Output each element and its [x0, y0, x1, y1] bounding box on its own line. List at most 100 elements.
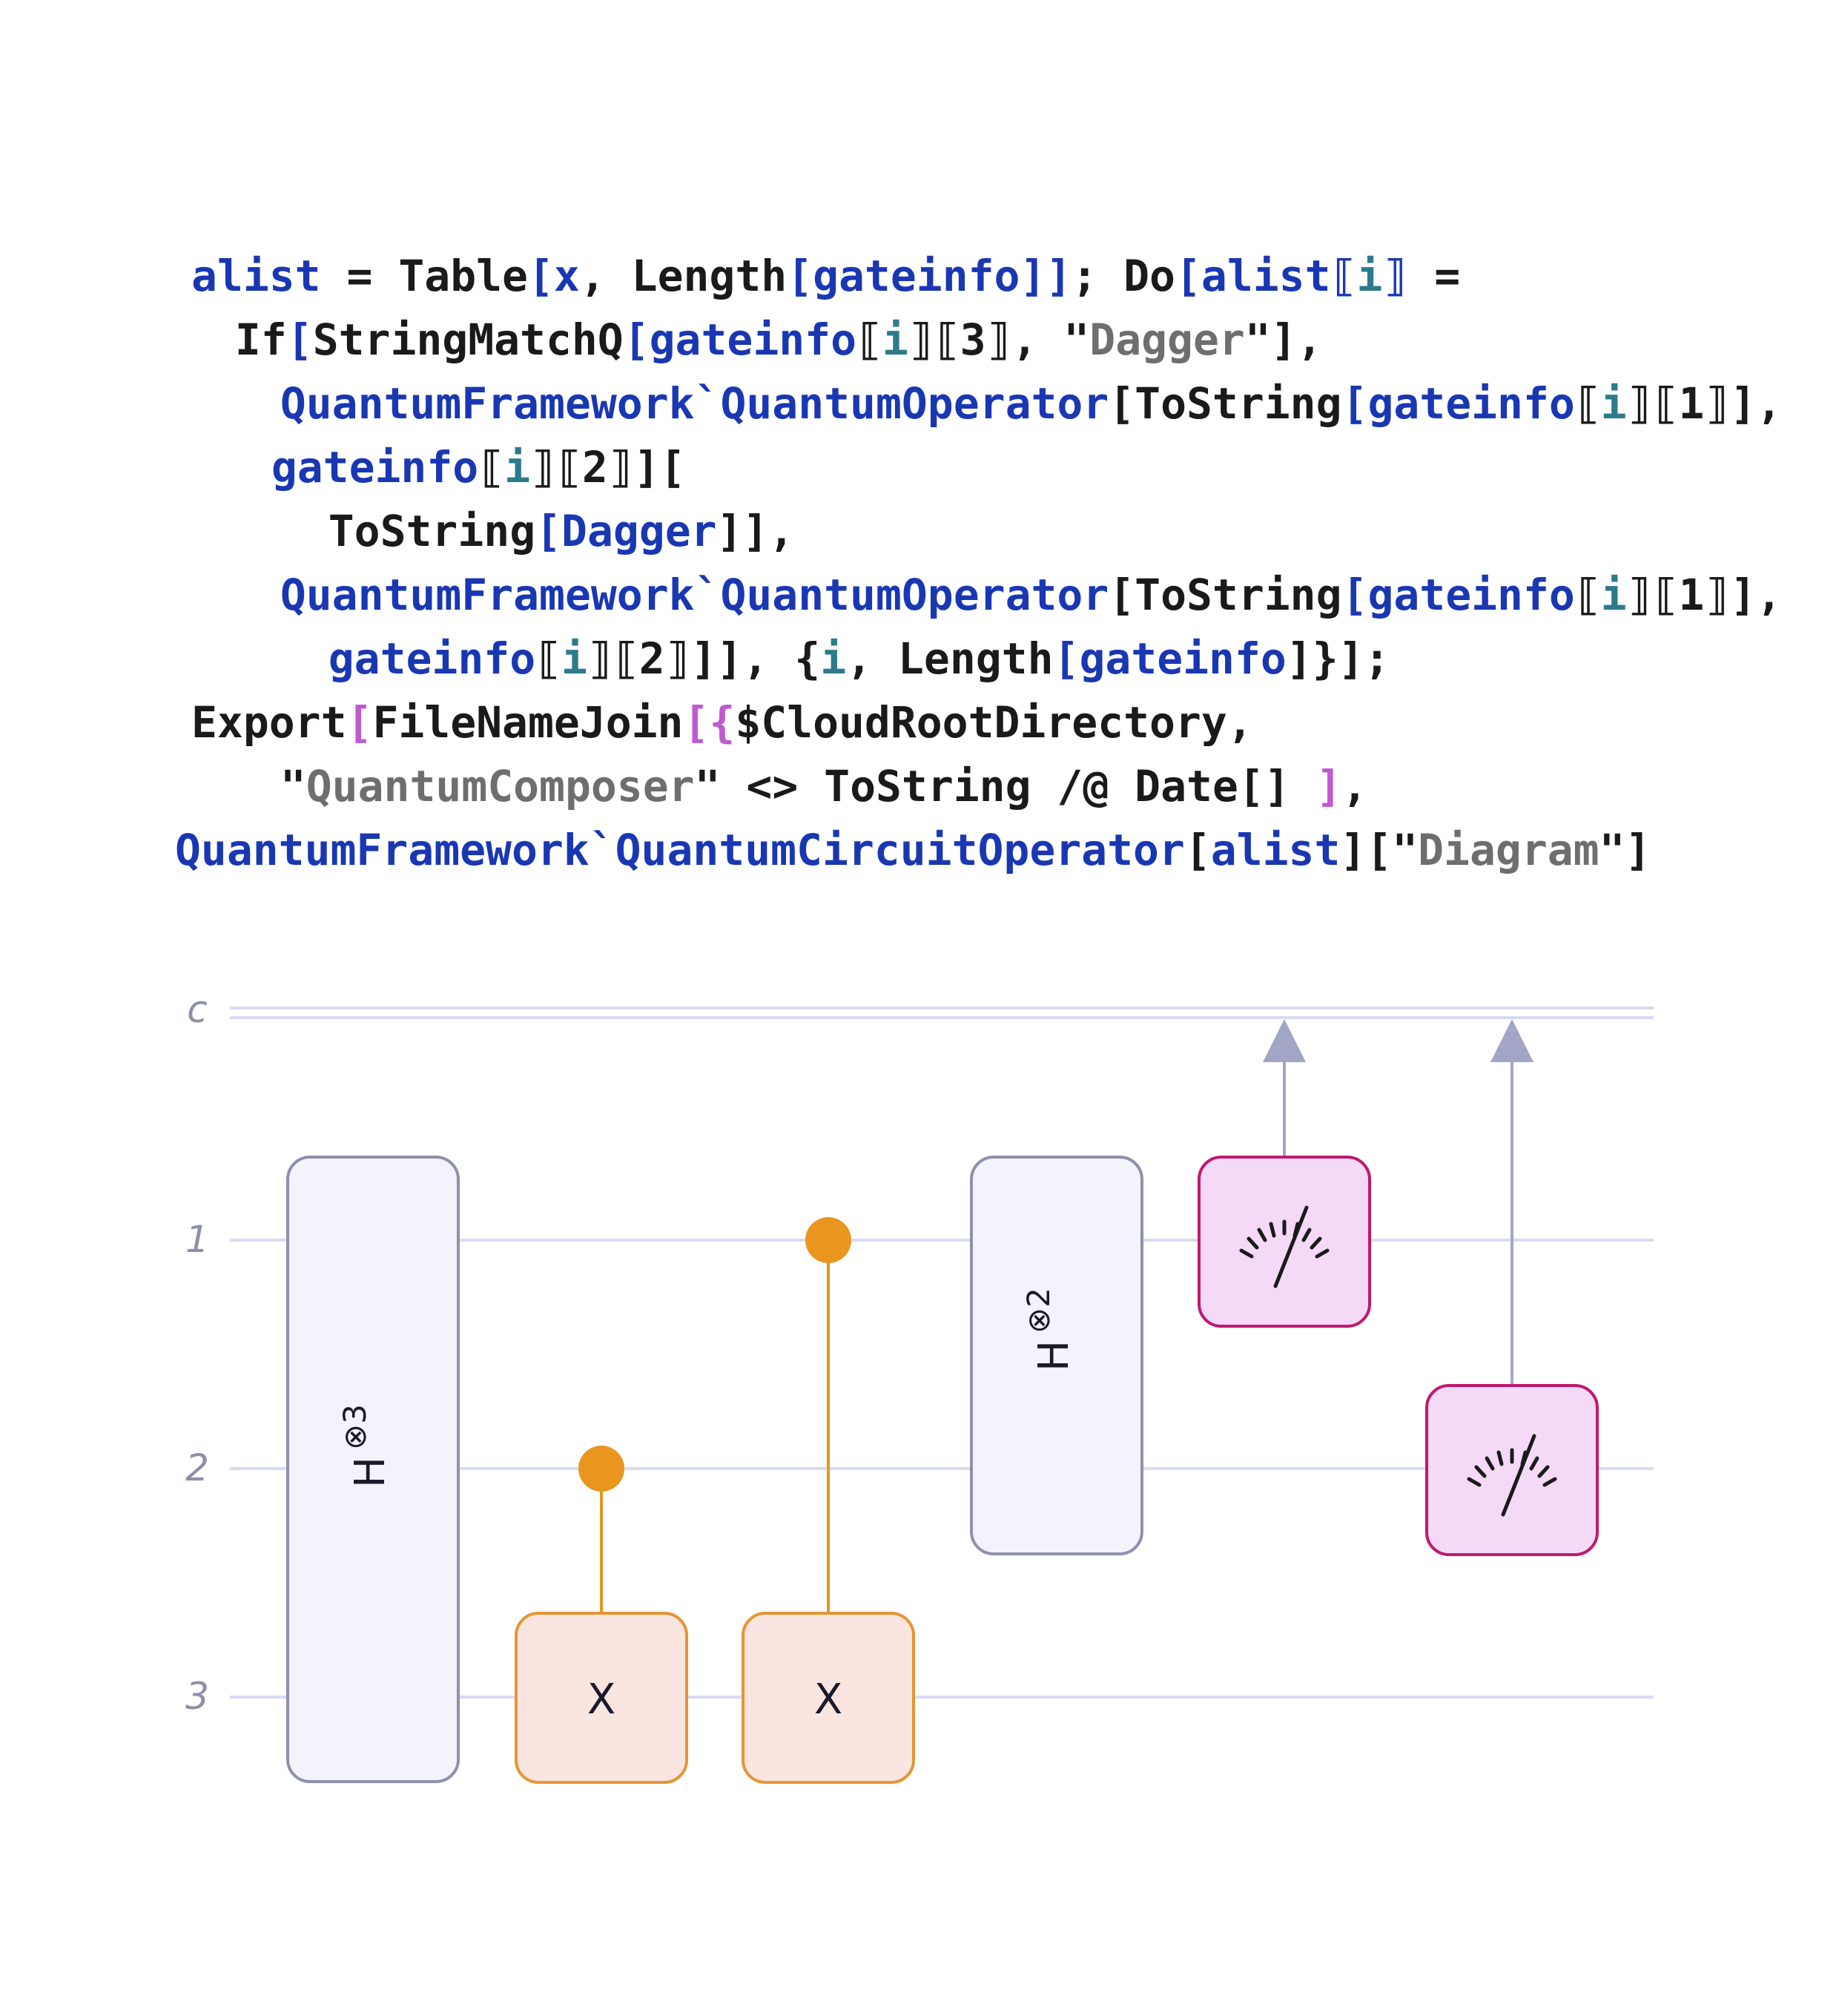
- code-token: [: [1184, 825, 1211, 875]
- code-token: ": [228, 761, 306, 811]
- code-token: [: [527, 251, 554, 301]
- code-token: [ToString: [1109, 570, 1342, 620]
- x-gate-2-label: X: [814, 1676, 842, 1724]
- code-token: QuantumFramework`QuantumOperator: [228, 378, 1109, 429]
- code-line: "QuantumComposer" <> ToString /@ Date[] …: [228, 757, 1368, 816]
- code-token: ⟧⟦1⟧],: [1626, 378, 1783, 429]
- code-token: gateinfo: [649, 314, 856, 365]
- code-token: [: [346, 697, 373, 748]
- code-token: [: [535, 506, 562, 556]
- code-line: gateinfo⟦i⟧⟦2⟧][: [219, 438, 686, 497]
- code-token: ]: [1315, 761, 1342, 811]
- code-token: [ToString: [1109, 378, 1342, 429]
- code-token: Export: [191, 697, 347, 748]
- code-token: QuantumFramework`QuantumCircuitOperator: [175, 825, 1185, 875]
- hadamard-gate-2-superscript: ⊗2: [1020, 1288, 1057, 1334]
- code-line: QuantumFramework`QuantumOperator[ToStrin…: [228, 374, 1782, 433]
- code-token: ⟧: [1382, 251, 1409, 301]
- code-token: gateinfo: [1367, 570, 1575, 620]
- code-token: gateinfo: [1079, 633, 1287, 684]
- code-token: gateinfo: [813, 251, 1020, 301]
- code-token: i: [561, 633, 587, 684]
- code-token: i: [882, 314, 908, 365]
- code-token: [: [787, 251, 813, 301]
- wire-label-2: 2: [185, 1446, 209, 1489]
- code-token: gateinfo: [219, 442, 479, 493]
- code-block: alist = Table[x, Length[gateinfo]]; Do[a…: [0, 0, 1839, 905]
- code-line: ToString[Dagger]],: [251, 501, 795, 561]
- code-token: ⟦: [478, 442, 505, 493]
- code-token: ⟦: [1574, 378, 1601, 429]
- code-token: ]}];: [1286, 633, 1390, 684]
- code-token: , Length: [579, 251, 788, 301]
- control-dot: [578, 1446, 624, 1492]
- hadamard-gate-3-label: H: [346, 1457, 394, 1488]
- code-token: i: [504, 442, 531, 493]
- code-token: StringMatchQ: [312, 314, 624, 365]
- code-line: If[StringMatchQ[gateinfo⟦i⟧⟦3⟧, "Dagger"…: [209, 310, 1323, 369]
- code-token: "]: [1599, 825, 1651, 875]
- code-token: = Table: [320, 251, 528, 301]
- code-token: " <> ToString /@ Date[]: [694, 761, 1316, 811]
- controlled-x-gate-1: X: [515, 1446, 688, 1784]
- code-token: gateinfo: [1367, 378, 1575, 429]
- measurement-gate-2: [1425, 1019, 1599, 1556]
- meter-icon: [1467, 1434, 1557, 1517]
- code-token: ⟦: [1330, 251, 1357, 301]
- meter-icon: [1239, 1205, 1330, 1288]
- code-token: ]],: [716, 506, 795, 556]
- code-token: ]]: [1020, 251, 1072, 301]
- hadamard-gate-3-superscript: ⊗3: [337, 1404, 373, 1450]
- code-token: alist: [1210, 825, 1341, 875]
- hadamard-gate-3: H ⊗3: [286, 1156, 460, 1783]
- code-token: ][": [1340, 825, 1419, 875]
- classical-arrow-2: [1490, 1019, 1533, 1062]
- code-token: [: [286, 314, 313, 365]
- code-line: Export[FileNameJoin[{$CloudRootDirectory…: [191, 693, 1253, 752]
- code-line: alist = Table[x, Length[gateinfo]]; Do[a…: [191, 246, 1460, 306]
- classical-arrow-1: [1263, 1019, 1306, 1062]
- code-token: [: [1175, 251, 1201, 301]
- wire-label-c: c: [187, 988, 208, 1031]
- code-token: ,: [1341, 761, 1368, 811]
- code-token: QuantumFramework`QuantumOperator: [228, 570, 1109, 620]
- code-token: ; Do: [1072, 251, 1175, 301]
- code-token: $CloudRootDirectory,: [735, 697, 1253, 748]
- measurement-gate-1: [1198, 1019, 1371, 1328]
- code-token: [{: [683, 697, 736, 748]
- code-token: =: [1408, 251, 1461, 301]
- code-line: QuantumFramework`QuantumOperator[ToStrin…: [228, 565, 1782, 625]
- code-token: ⟧⟦1⟧],: [1626, 570, 1783, 620]
- x-gate-1-label: X: [587, 1676, 615, 1724]
- hadamard-gate-2: H ⊗2: [970, 1156, 1143, 1555]
- code-line: QuantumFramework`QuantumCircuitOperator[…: [175, 820, 1651, 880]
- code-token: Diagram: [1418, 825, 1599, 875]
- code-line: gateinfo⟦i⟧⟦2⟧]], {i, Length[gateinfo]}]…: [251, 629, 1390, 688]
- wire-label-3: 3: [185, 1675, 209, 1718]
- code-token: gateinfo: [251, 633, 536, 684]
- hadamard-gate-2-label: H: [1030, 1340, 1078, 1371]
- code-token: If: [209, 314, 287, 365]
- code-token: FileNameJoin: [372, 697, 684, 748]
- code-token: i: [820, 633, 847, 684]
- code-token: ⟦: [856, 314, 882, 365]
- code-token: alist: [1201, 251, 1331, 301]
- code-token: alist: [191, 251, 321, 301]
- code-token: i: [1600, 378, 1627, 429]
- controlled-x-gate-2: X: [742, 1217, 915, 1784]
- code-token: [: [623, 314, 650, 365]
- code-token: ": [1063, 314, 1090, 365]
- code-token: Dagger: [1089, 314, 1245, 365]
- code-token: [: [1341, 570, 1368, 620]
- code-token: , Length: [846, 633, 1054, 684]
- code-token: [: [1053, 633, 1080, 684]
- code-token: [: [1341, 378, 1368, 429]
- code-token: x: [553, 251, 580, 301]
- code-token: i: [1600, 570, 1627, 620]
- code-token: QuantumComposer: [306, 761, 695, 811]
- code-token: i: [1356, 251, 1383, 301]
- code-token: ⟦: [535, 633, 562, 684]
- code-token: ⟧⟦3⟧,: [908, 314, 1064, 365]
- code-token: ⟧⟦2⟧]], {: [587, 633, 821, 684]
